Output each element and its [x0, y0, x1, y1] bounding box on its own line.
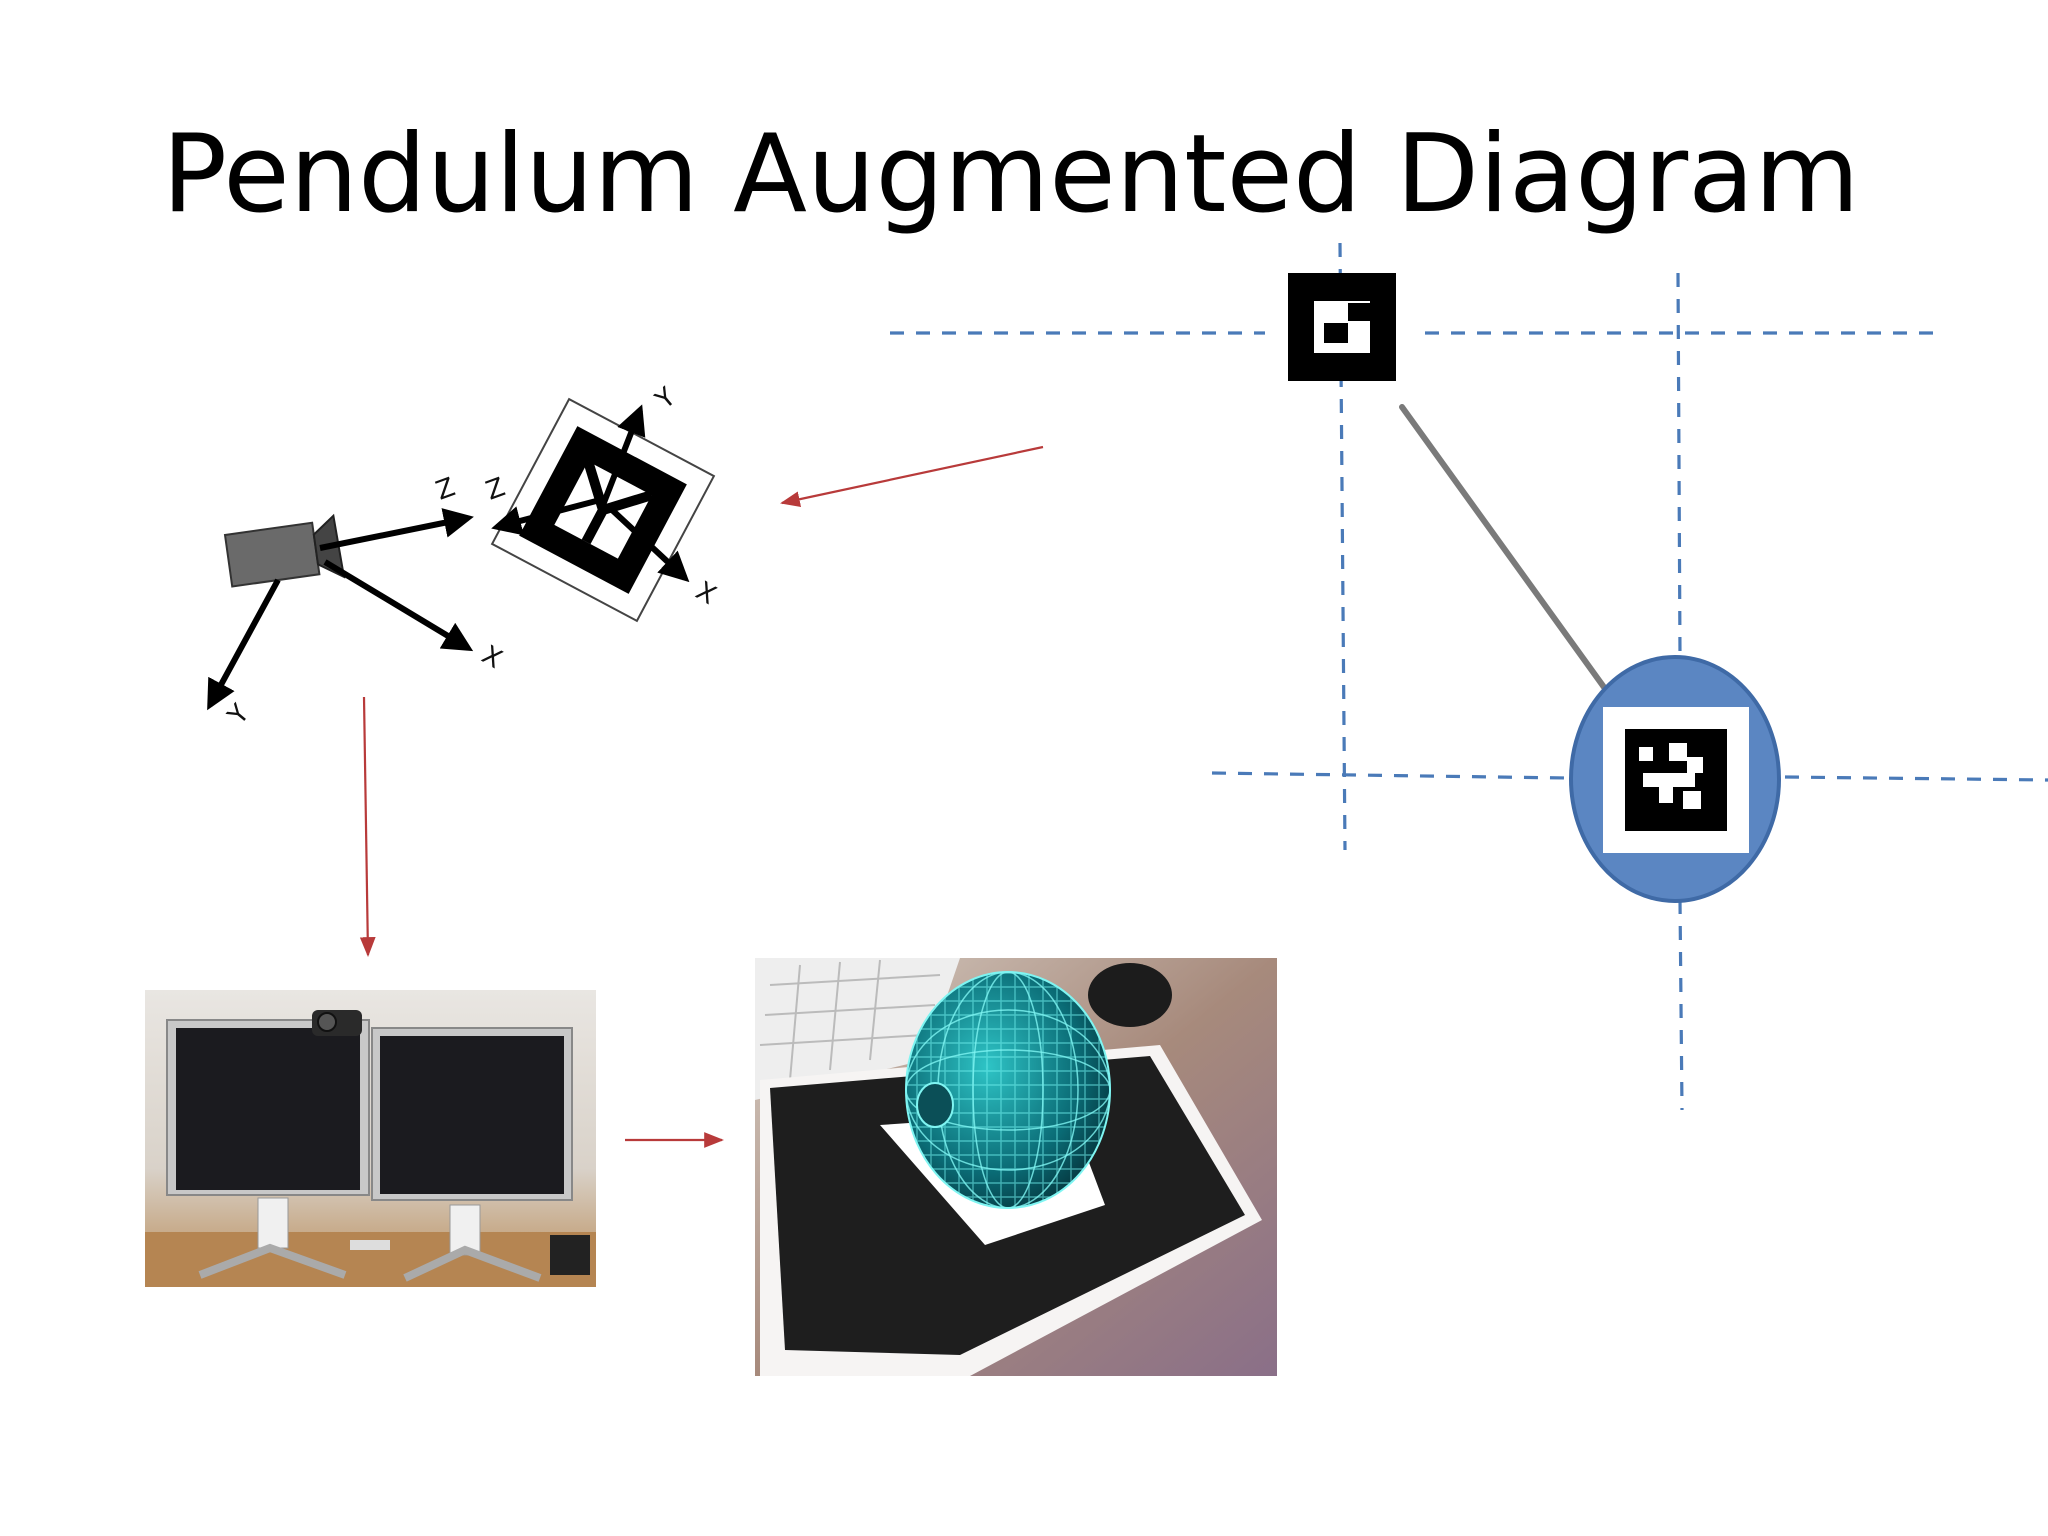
camera-z-axis: [319, 508, 474, 551]
bottom-horizontal-dashed-line-right: [1784, 775, 2048, 782]
webcam-icon: [312, 1010, 362, 1036]
marker-x-axis: [607, 505, 690, 583]
marker-y-label: Y: [649, 382, 681, 416]
page-title: Pendulum Augmented Diagram: [162, 112, 1860, 237]
right-vertical-dashed-line-lower: [1678, 899, 1684, 1111]
camera-y-label: Y: [222, 699, 256, 731]
flow-arrows: [359, 445, 1044, 1148]
arrow-pendulum-to-figure: [780, 445, 1044, 508]
camera-icon: [223, 513, 346, 588]
right-vertical-dashed-line: [1676, 272, 1682, 656]
camera-y-axis: [207, 578, 281, 711]
wireframe-sphere-icon: [905, 971, 1111, 1209]
top-vertical-dashed-line: [1338, 242, 1347, 851]
camera-x-label: X: [477, 640, 507, 675]
bob-fiducial-marker-icon: [1603, 707, 1749, 853]
arrow-figure-to-computer: [359, 696, 376, 957]
dashed-grid: [890, 242, 2048, 1111]
camera-x-axis: [323, 559, 474, 652]
pivot-fiducial-marker-icon: [1288, 273, 1396, 381]
marker-z-axis: [491, 497, 601, 536]
right-monitor-icon: [371, 1027, 573, 1282]
computer-setup-photo: [145, 990, 596, 1287]
pendulum-rod: [1399, 404, 1609, 693]
keyboard-icon: [755, 958, 960, 1100]
marker-x-label: X: [691, 576, 721, 611]
marker-z-label: Z: [482, 472, 509, 506]
ar-output-photo: [755, 958, 1277, 1376]
bottom-horizontal-dashed-line-left: [1211, 771, 1568, 780]
left-monitor-icon: [166, 1019, 370, 1279]
marker-y-axis: [600, 404, 646, 507]
camera-marker-coordinate-figure: Z X Y Y X Z: [207, 382, 721, 731]
pendulum-diagram: [890, 242, 2048, 1111]
mouse-icon: [1088, 963, 1172, 1027]
pendulum-bob: [1569, 655, 1781, 903]
camera-z-label: Z: [432, 472, 459, 506]
marker-board-icon: [490, 397, 716, 623]
